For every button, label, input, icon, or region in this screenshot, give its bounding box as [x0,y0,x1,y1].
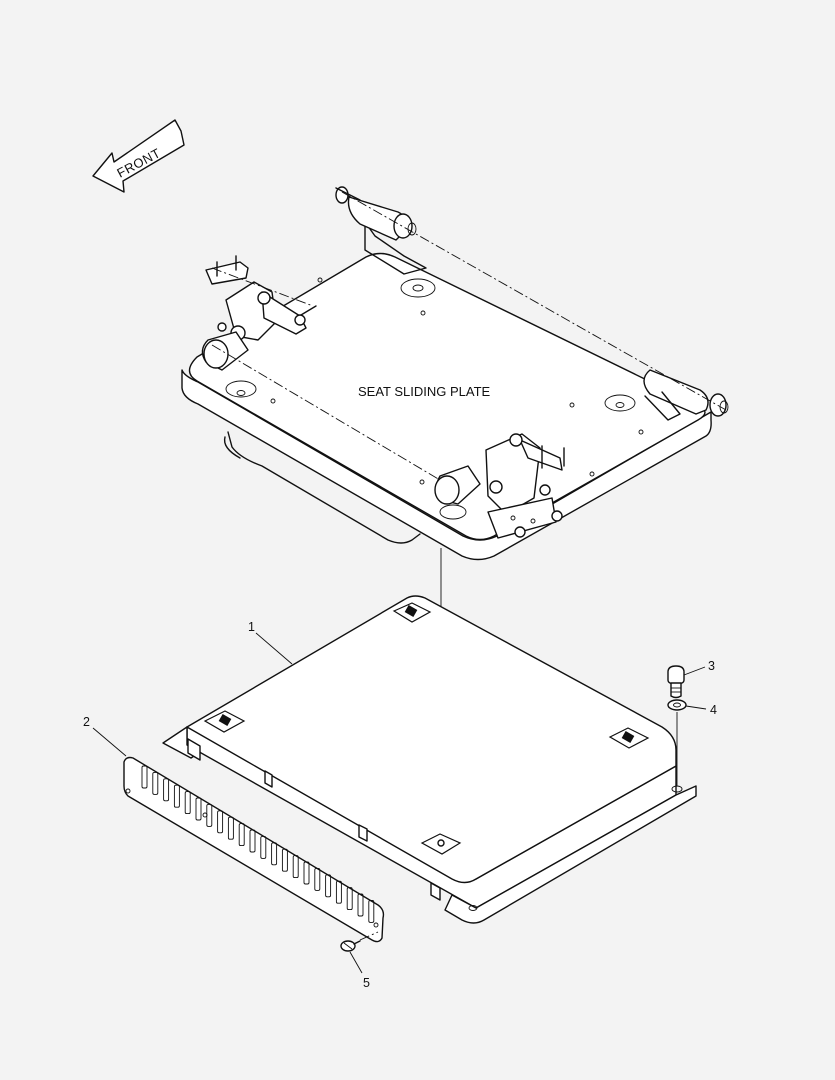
part-4-washer [667,699,687,711]
leader-3 [683,666,706,676]
leader-4 [685,705,707,710]
grille-slot [217,810,224,834]
grille-slot [260,835,267,859]
grille-slot [325,874,332,898]
part-number-2: 2 [83,715,90,729]
part-2-grille-panel [123,756,385,943]
front-arrow: FRONT [92,119,185,193]
part-number-3: 3 [708,659,715,673]
grille-slot [271,842,278,866]
seat-sliding-plate [181,186,729,561]
part-3-bolt [667,665,685,699]
grille-slot [238,823,245,847]
grille-slot [141,765,148,789]
grille-slot [335,880,342,904]
leader-5 [349,951,363,974]
grille-slot [195,797,202,821]
part-number-4: 4 [710,703,717,717]
grille-slot [368,899,375,923]
leader-2 [92,727,127,757]
part-5-screw [340,931,379,952]
grille-slot [346,887,353,911]
grille-slot [314,867,321,891]
seat-sliding-plate-label: SEAT SLIDING PLATE [358,384,491,399]
grille-slot [206,803,213,827]
grille-slot [292,855,299,879]
grille-slot [357,893,364,917]
grille-slot [249,829,256,853]
grille-slot [227,816,234,840]
part-1-base-plate [162,595,697,924]
part-number-1: 1 [248,620,255,634]
grille-slot [303,861,310,885]
grille-slot [152,771,159,795]
leader-1 [255,632,293,665]
grille-slot [173,784,180,808]
part-number-5: 5 [363,976,370,990]
grille-slot [184,791,191,815]
grille-slot [281,848,288,872]
grille-slot [163,778,170,802]
